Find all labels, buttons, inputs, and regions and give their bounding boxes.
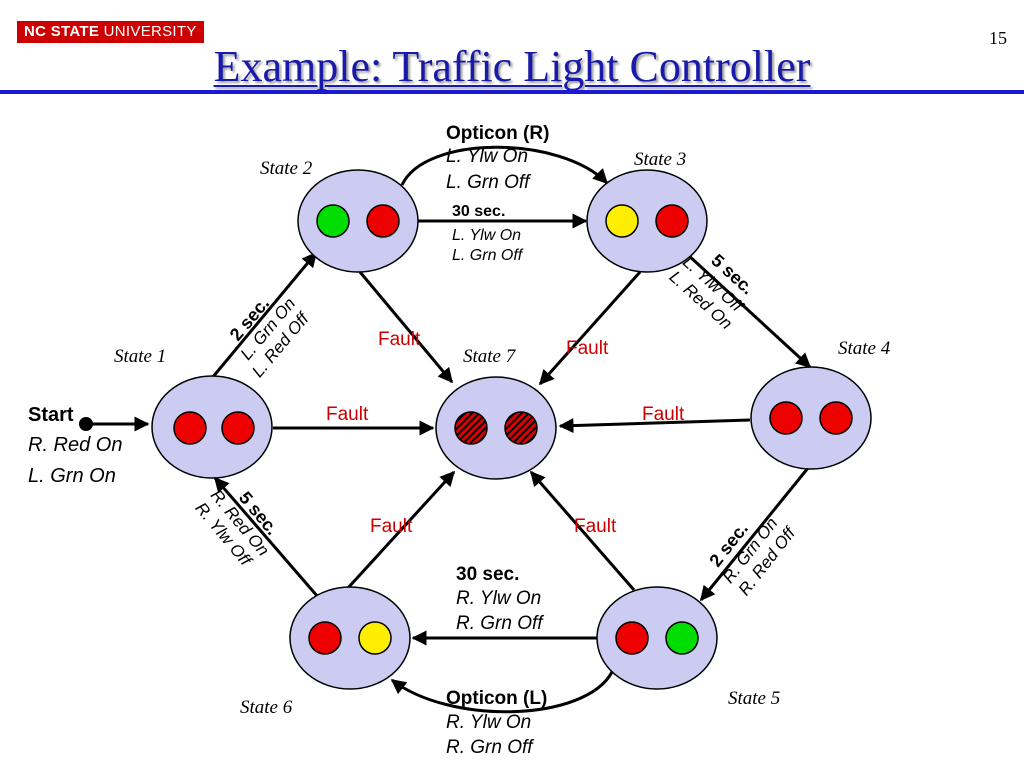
state-3-right-light — [655, 204, 689, 238]
state-1-right-light — [221, 411, 255, 445]
state-3-left-light — [605, 204, 639, 238]
state-5-node — [596, 586, 718, 690]
state-6-node — [289, 586, 411, 690]
opticon-l-head: Opticon (L) — [446, 688, 547, 709]
state-1-label: State 1 — [114, 346, 166, 367]
state-2-left-light — [316, 204, 350, 238]
edge-fault-s3 — [538, 271, 642, 386]
university-logo: NC STATE UNIVERSITY — [17, 21, 204, 43]
state-1-left-light — [173, 411, 207, 445]
state-4-left-light — [769, 401, 803, 435]
slide-title: Example: Traffic Light Controller — [213, 42, 811, 91]
state-4-node — [750, 366, 872, 470]
edge-fault-s2 — [358, 271, 454, 384]
start-dot — [79, 417, 93, 431]
state-2-node — [297, 169, 419, 273]
state-3-node — [586, 169, 708, 273]
state-7-label: State 7 — [463, 346, 517, 367]
edge-fault-s5 — [529, 470, 636, 591]
s5-s6-head: 30 sec. — [456, 564, 519, 585]
edge-fault-s4 — [558, 418, 751, 434]
state-5-left-light — [615, 621, 649, 655]
edge-opticon-l — [390, 671, 614, 714]
s2-s3-head: 30 sec. — [452, 203, 505, 220]
state-6-left-light — [308, 621, 342, 655]
s5-s6-line-2: R. Grn Off — [456, 613, 544, 634]
state-2-label: State 2 — [260, 158, 313, 179]
state-6-right-light — [358, 621, 392, 655]
opticon-r-line-1: L. Ylw On — [446, 146, 528, 167]
start-label: Start — [28, 404, 74, 426]
edge-s3-s4 — [685, 252, 812, 369]
edge-opticon-r — [400, 145, 609, 186]
state-5-right-light — [665, 621, 699, 655]
opticon-r-line-2: L. Grn Off — [446, 172, 531, 193]
start-line-1: R. Red On — [28, 434, 122, 456]
fault-label-s5: Fault — [574, 516, 617, 537]
opticon-l-line-1: R. Ylw On — [446, 712, 531, 733]
state-6-label: State 6 — [240, 697, 293, 718]
edge-s1-s2 — [210, 251, 318, 379]
state-4-right-light — [819, 401, 853, 435]
s2-s3-line-1: L. Ylw On — [452, 227, 521, 244]
state-5-label: State 5 — [728, 688, 780, 709]
fault-label-s6: Fault — [370, 516, 413, 537]
edge-s4-s5 — [699, 467, 810, 602]
s5-s6-line-1: R. Ylw On — [456, 588, 541, 609]
fault-label-s4: Fault — [642, 404, 685, 425]
state-7-node — [435, 376, 557, 480]
s2-s3-line-2: L. Grn Off — [452, 247, 524, 264]
state-7-right-light — [504, 411, 538, 445]
state-7-left-light — [454, 411, 488, 445]
page-number: 15 — [989, 28, 1007, 48]
fault-label-s2: Fault — [378, 329, 421, 350]
fault-label-s1: Fault — [326, 404, 369, 425]
opticon-l-line-2: R. Grn Off — [446, 737, 534, 758]
start-line-2: L. Grn On — [28, 465, 116, 487]
edge-s6-s1 — [213, 476, 320, 598]
edge-fault-s6 — [345, 470, 456, 591]
title-rule — [0, 90, 1024, 94]
opticon-r-head: Opticon (R) — [446, 123, 549, 144]
state-2-right-light — [366, 204, 400, 238]
state-4-label: State 4 — [838, 338, 891, 359]
state-1-node — [151, 375, 273, 479]
fault-label-s3: Fault — [566, 338, 609, 359]
state-3-label: State 3 — [634, 149, 686, 170]
